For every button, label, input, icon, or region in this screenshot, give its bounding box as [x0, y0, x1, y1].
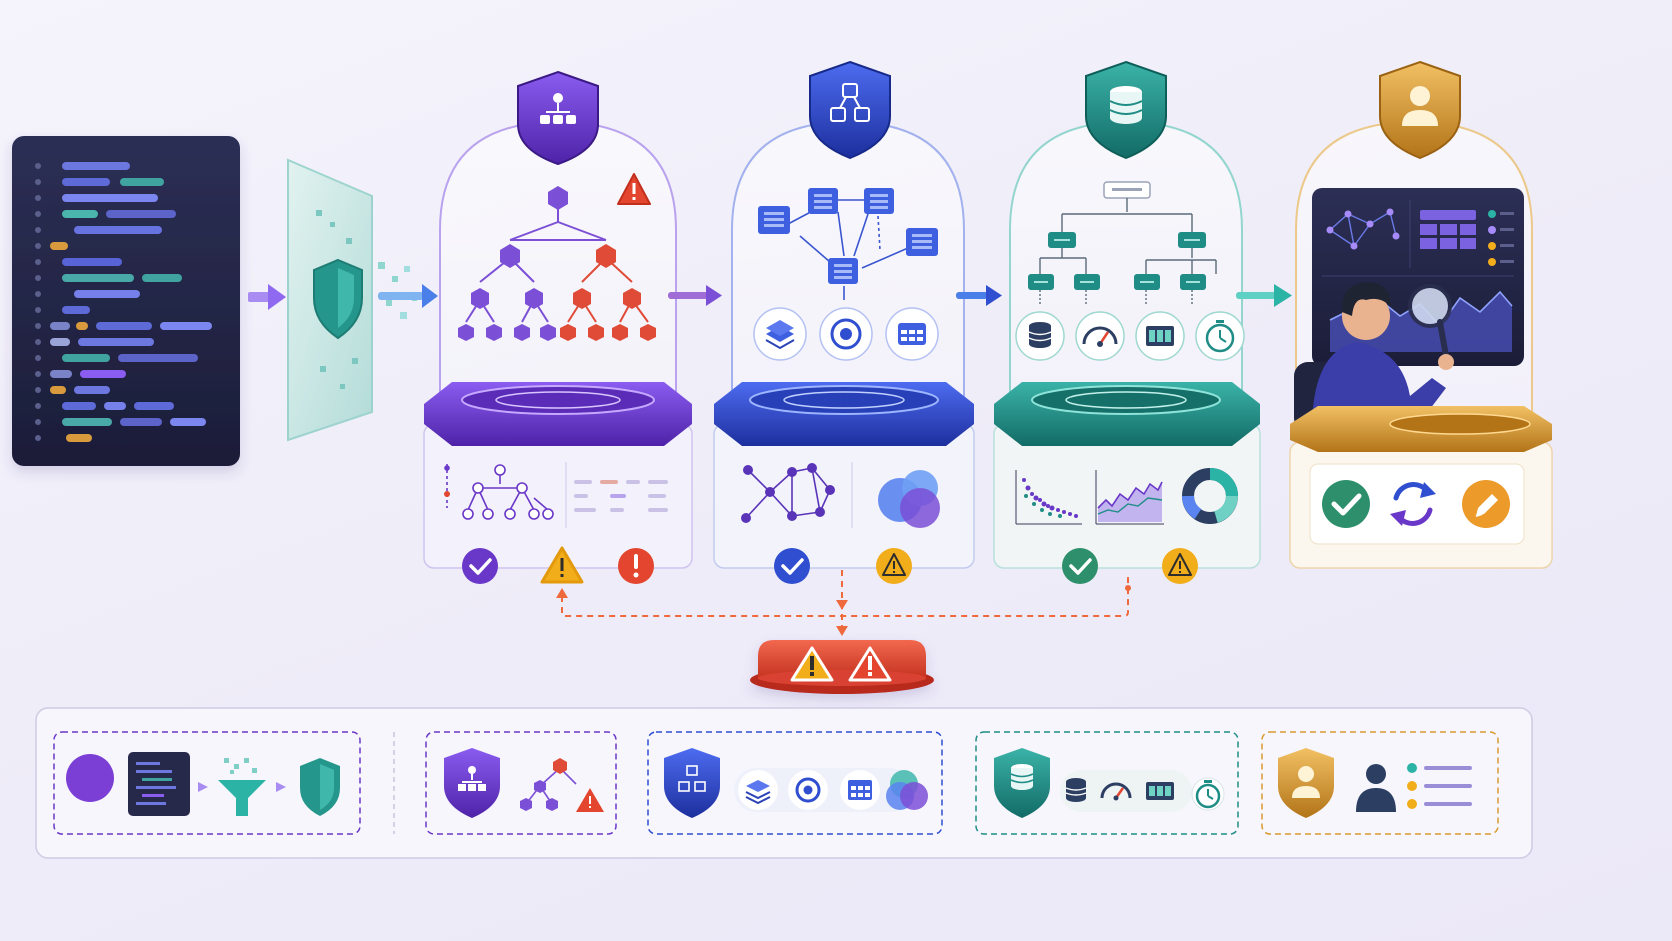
status-warning-icon[interactable] — [876, 548, 912, 584]
timer-icon — [1191, 777, 1225, 811]
layers-icon — [738, 770, 778, 810]
stage-review — [1289, 60, 1553, 569]
platform-teal — [993, 382, 1261, 569]
funnel-icon — [218, 758, 266, 816]
table-icon — [1135, 311, 1185, 361]
mini-network-chart — [741, 462, 853, 528]
gauge-icon — [1100, 782, 1132, 801]
target-icon — [788, 770, 828, 810]
status-check-icon[interactable] — [1062, 548, 1098, 584]
legend-hierarchy[interactable] — [425, 731, 617, 835]
status-check-icon[interactable] — [774, 548, 810, 584]
feedback-lines — [561, 570, 1129, 632]
cubes-shield-icon — [664, 748, 720, 818]
legend-review[interactable] — [1261, 731, 1499, 835]
code-icon — [128, 752, 190, 816]
database-icon — [1015, 311, 1065, 361]
review-actions — [1309, 463, 1525, 545]
status-check-icon[interactable] — [462, 548, 498, 584]
legend-ingest[interactable] — [53, 731, 361, 835]
alert-hub[interactable] — [750, 640, 934, 694]
legend-graph[interactable] — [647, 731, 943, 835]
platform-blue — [713, 382, 975, 569]
table-icon — [840, 770, 880, 810]
status-warning-icon[interactable] — [1162, 548, 1198, 584]
warning-icon — [617, 173, 651, 205]
arrow-stage1-to-stage2 — [668, 285, 722, 306]
dot-icon — [66, 754, 114, 802]
donut-chart — [1182, 468, 1238, 524]
tree-nodes — [458, 186, 656, 341]
mini-tree-chart — [444, 464, 554, 520]
checklist-icon — [1407, 763, 1472, 809]
checklist-icon — [1488, 210, 1514, 266]
filter-glass-panel — [287, 158, 417, 442]
platform-purple — [423, 382, 693, 569]
legend-database[interactable] — [975, 731, 1239, 835]
venn-icon — [886, 770, 928, 810]
person-icon — [1356, 764, 1396, 812]
code-lines — [35, 162, 212, 442]
table-icon — [1146, 782, 1174, 800]
user-shield-icon — [1278, 748, 1334, 818]
database-shield-icon — [994, 748, 1050, 818]
status-error-icon[interactable] — [618, 548, 654, 584]
pixel-particles — [316, 210, 417, 389]
code-document — [12, 136, 240, 466]
mini-area-chart — [1095, 470, 1164, 525]
user-shield-icon — [1379, 60, 1461, 160]
mini-scatter-chart — [1015, 470, 1082, 525]
hierarchy-shield-icon — [444, 748, 500, 818]
shield-icon — [313, 258, 363, 340]
refresh-button[interactable] — [1390, 482, 1436, 526]
arrow-stage2-to-stage3 — [956, 285, 1002, 306]
mini-grid — [1420, 210, 1476, 249]
warning-icon — [848, 646, 892, 682]
monitor — [1312, 188, 1524, 366]
stage-database — [993, 60, 1261, 584]
database-shield-icon — [1085, 60, 1167, 160]
mini-table — [565, 462, 668, 528]
feedback-arrowheads — [556, 585, 1131, 636]
tree-warning-icon — [520, 758, 604, 812]
arrow-filter-to-stage1 — [378, 284, 438, 308]
venn-icon — [878, 470, 940, 528]
cubes-shield-icon — [809, 60, 891, 160]
shield-icon — [300, 758, 340, 816]
table-icon — [885, 307, 939, 361]
entity-graph — [758, 188, 938, 300]
arrow-code-to-filter — [248, 284, 286, 310]
arrow-stage3-to-stage4 — [1236, 284, 1292, 307]
flow-tree — [1028, 181, 1217, 304]
target-icon — [819, 307, 873, 361]
timer-icon — [1195, 311, 1245, 361]
status-warning-icon[interactable] — [540, 546, 584, 584]
warning-icon — [790, 646, 834, 682]
hierarchy-shield-icon — [517, 70, 599, 166]
database-icon — [1065, 778, 1087, 802]
stage-graph — [713, 60, 975, 584]
stage-hierarchy — [423, 70, 693, 584]
layers-icon — [753, 307, 807, 361]
gauge-icon — [1075, 311, 1125, 361]
approve-button[interactable] — [1322, 480, 1370, 528]
edit-button[interactable] — [1462, 480, 1510, 528]
